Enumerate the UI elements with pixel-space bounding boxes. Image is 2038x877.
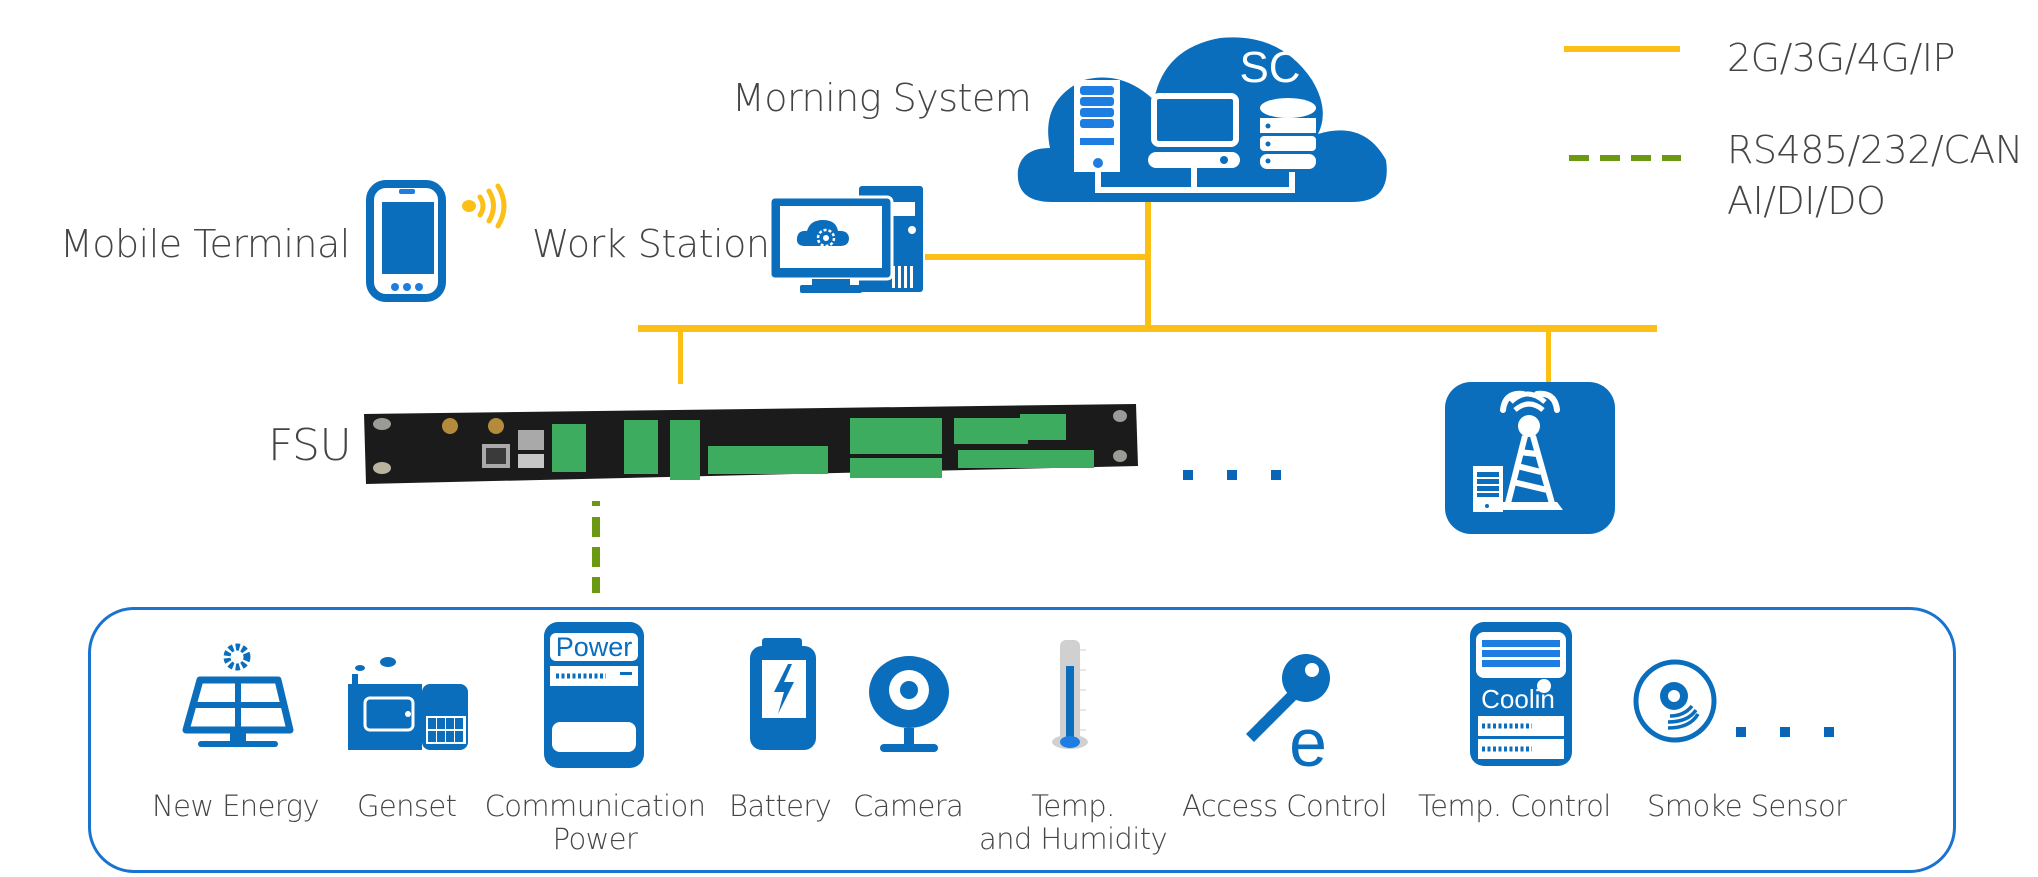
webcam-icon (868, 656, 950, 756)
serial-link-dash (592, 501, 600, 506)
fsu-link-line (678, 330, 683, 384)
device-label-camera: Camera (853, 789, 964, 823)
device-label-temp-humidity: Temp. and Humidity (948, 790, 1198, 856)
serial-link-dash (592, 517, 600, 537)
device-label-line: and Humidity (978, 822, 1168, 856)
device-label-communication-power: Communication Power (478, 790, 712, 856)
svg-text:Power: Power (556, 632, 633, 662)
device-label-line: Temp. (1031, 789, 1115, 823)
legend-label-network: 2G/3G/4G/IP (1727, 36, 1955, 80)
device-label-line: Communication (484, 789, 706, 823)
device-label-genset: Genset (357, 789, 457, 823)
tower-link-line (1546, 330, 1551, 384)
ellipsis-dot (1227, 470, 1237, 480)
solar-panel-icon (180, 640, 300, 750)
device-label-temp-control: Temp. Control (1418, 789, 1611, 823)
field-devices-panel (88, 607, 1956, 873)
ellipsis-dot (1271, 470, 1281, 480)
device-label-battery: Battery (729, 789, 832, 823)
fsu-rack-device (362, 404, 1138, 486)
power-cabinet-icon: Power (544, 622, 644, 768)
legend-label-serial-line1: RS485/232/CAN (1727, 128, 2023, 172)
more-fsu-ellipsis (1183, 465, 1315, 484)
serial-link-dash (592, 577, 600, 593)
device-label-line: Power (552, 822, 638, 856)
svg-text:e: e (1289, 705, 1327, 772)
legend-label-serial-line2: AI/DI/DO (1727, 179, 1886, 223)
device-label-smoke-sensor: Smoke Sensor (1647, 789, 1847, 823)
thermometer-icon (1048, 638, 1098, 750)
work-station-label: Work Station (532, 222, 770, 266)
generator-icon (348, 656, 470, 750)
legend-solid-line (1564, 46, 1680, 52)
cloud-server-icon: SC (1012, 30, 1392, 205)
svg-text:SC: SC (1239, 43, 1300, 92)
main-network-bus (638, 325, 1657, 332)
smartphone-icon (366, 180, 448, 302)
cloud-uplink-line (1145, 202, 1151, 330)
key-icon: e (1244, 654, 1340, 772)
ellipsis-dot (1183, 470, 1193, 480)
desktop-computer-icon (770, 186, 930, 296)
morning-system-label: Morning System (732, 76, 1032, 120)
battery-icon (748, 638, 818, 752)
device-label-new-energy: New Energy (152, 789, 320, 823)
legend-dashed-line (1569, 155, 1681, 161)
device-label-access-control: Access Control (1182, 789, 1388, 823)
fsu-label: FSU (268, 420, 352, 471)
wireless-signal-icon (460, 183, 510, 229)
cooling-cabinet-icon: Coolin (1470, 622, 1572, 766)
ellipsis-dot (1780, 727, 1790, 737)
ellipsis-dot (1736, 727, 1746, 737)
serial-link-dash (592, 547, 600, 567)
workstation-link-line (925, 254, 1148, 260)
ellipsis-dot (1824, 727, 1834, 737)
radio-tower-icon (1445, 382, 1615, 534)
more-devices-ellipsis (1736, 722, 1868, 741)
smoke-detector-icon (1632, 658, 1718, 744)
mobile-terminal-label: Mobile Terminal (60, 222, 350, 266)
